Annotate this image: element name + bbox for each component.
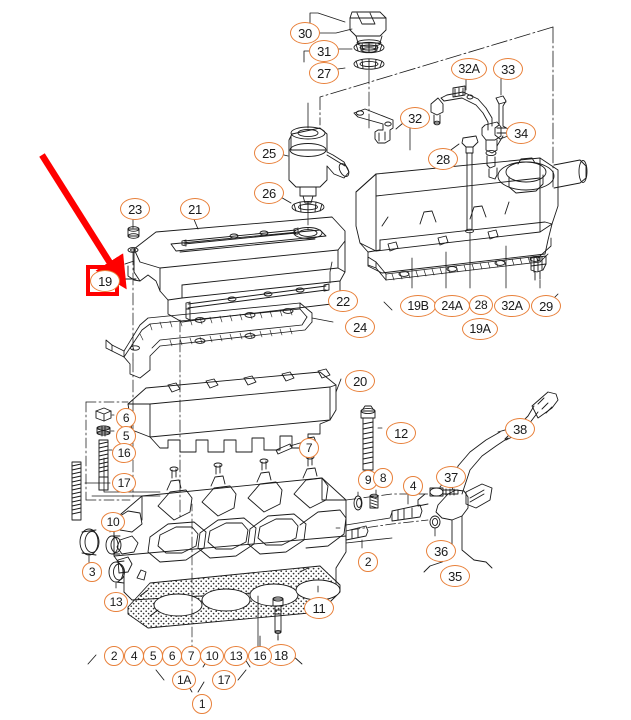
- dowel-part-4: [391, 504, 423, 522]
- callout-bubble-6[interactable]: 6: [162, 646, 182, 666]
- highlight-arrow: [39, 153, 127, 290]
- callout-bubble-32a[interactable]: 32A: [451, 58, 487, 80]
- sleeve-part-10: [105, 535, 122, 555]
- gasket-part-24a: [367, 237, 552, 281]
- callout-bubble-4[interactable]: 4: [403, 476, 423, 496]
- callout-bubble-21[interactable]: 21: [180, 198, 210, 220]
- callout-bubble-8[interactable]: 8: [373, 468, 393, 488]
- callout-bubble-19a[interactable]: 19A: [462, 318, 498, 340]
- callout-bubble-4[interactable]: 4: [124, 646, 144, 666]
- breather-valve-part-25: [288, 126, 350, 204]
- bracket-part-32: [353, 108, 394, 144]
- head-gasket-part-11: [127, 565, 341, 629]
- bolt-part-12: [360, 405, 376, 471]
- oil-filler-cap-part-30: [349, 11, 387, 53]
- callout-bubble-17[interactable]: 17: [212, 670, 236, 690]
- callout-bubble-1a[interactable]: 1A: [172, 670, 196, 690]
- seal-part-26: [291, 200, 325, 214]
- callout-bubble-33[interactable]: 33: [493, 58, 523, 80]
- callout-bubble-13[interactable]: 13: [104, 592, 128, 612]
- callout-bubble-2[interactable]: 2: [104, 646, 124, 666]
- stud-part-17: [71, 461, 82, 521]
- stud-part-16: [98, 439, 109, 491]
- cam-bearing-caps: [157, 454, 329, 521]
- valve-cover-right-part-19a: [355, 157, 588, 274]
- callout-bubble-35[interactable]: 35: [440, 565, 470, 587]
- seal-ring-part-31: [353, 41, 385, 54]
- callout-bubble-31[interactable]: 31: [309, 40, 339, 62]
- callout-bubble-36[interactable]: 36: [426, 540, 456, 562]
- gasket-strip-part-22: [185, 283, 330, 321]
- callout-bubble-32a[interactable]: 32A: [494, 295, 530, 317]
- clip-part-29: [530, 255, 547, 281]
- gasket-eyelets-24: [130, 308, 294, 351]
- callout-bubble-20[interactable]: 20: [345, 370, 375, 392]
- callout-bubble-27[interactable]: 27: [309, 62, 339, 84]
- washer-part-36: [429, 515, 441, 529]
- callout-bubble-24a[interactable]: 24A: [434, 295, 470, 317]
- gasket-eyelets-24a: [398, 256, 541, 277]
- callout-bubble-10[interactable]: 10: [200, 646, 224, 666]
- callout-bubble-16[interactable]: 16: [112, 443, 136, 463]
- callout-bubble-25[interactable]: 25: [254, 142, 284, 164]
- nut-part-6: [95, 407, 112, 422]
- callout-bubble-13[interactable]: 13: [224, 646, 248, 666]
- seal-ring-part-27: [353, 58, 385, 70]
- gasket-part-24: [105, 302, 313, 379]
- callout-bubble-6[interactable]: 6: [116, 408, 136, 428]
- callout-bubble-29[interactable]: 29: [531, 295, 561, 317]
- callout-bubble-17[interactable]: 17: [112, 473, 136, 493]
- callout-bubble-30[interactable]: 30: [290, 22, 320, 44]
- callout-bubble-1[interactable]: 1: [192, 694, 212, 714]
- callout-bubble-19b[interactable]: 19B: [400, 295, 436, 317]
- callout-bubble-7[interactable]: 7: [181, 646, 201, 666]
- dowel-part-2: [345, 525, 369, 541]
- seal-part-13: [108, 560, 125, 584]
- callout-bubble-34[interactable]: 34: [506, 122, 536, 144]
- bolt-part-37: [417, 487, 459, 507]
- washer-part-5: [96, 425, 111, 437]
- seal-part-3: [79, 528, 100, 556]
- valve-cover-left-part-19: [124, 216, 346, 323]
- bracket-part-32a: [430, 85, 493, 131]
- callout-bubble-38[interactable]: 38: [505, 418, 535, 440]
- callout-bubble-2[interactable]: 2: [358, 552, 378, 572]
- callout-bubble-22[interactable]: 22: [328, 290, 358, 312]
- bolt-part-28-upper: [461, 135, 479, 234]
- callout-bubble-12[interactable]: 12: [386, 422, 416, 444]
- callout-bubble-23[interactable]: 23: [120, 198, 150, 220]
- callout-bubble-7[interactable]: 7: [299, 438, 319, 458]
- dowel-part-18: [272, 596, 284, 634]
- callout-bubble-37[interactable]: 37: [436, 466, 466, 488]
- bolt-part-23: [127, 226, 140, 253]
- callout-bubble-26[interactable]: 26: [254, 182, 284, 204]
- callout-bubble-11[interactable]: 11: [304, 597, 334, 619]
- callout-bubble-19[interactable]: 19: [90, 270, 120, 292]
- callout-bubble-5[interactable]: 5: [143, 646, 163, 666]
- gasket-strip-part-21: [181, 227, 299, 247]
- callout-bubble-10[interactable]: 10: [101, 512, 125, 532]
- callout-bubble-24[interactable]: 24: [345, 316, 375, 338]
- callout-bubble-32[interactable]: 32: [400, 107, 430, 129]
- callout-bubble-16[interactable]: 16: [248, 646, 272, 666]
- callout-bubble-28[interactable]: 28: [428, 148, 458, 170]
- sensor-part-34: [481, 121, 502, 180]
- callout-bubble-28[interactable]: 28: [469, 295, 493, 315]
- callout-bubble-3[interactable]: 3: [82, 562, 102, 582]
